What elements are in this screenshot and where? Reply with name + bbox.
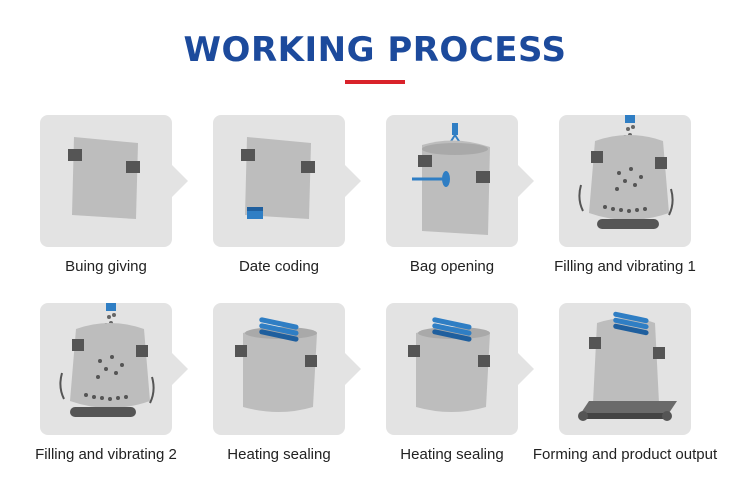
arrow-right-icon bbox=[516, 351, 534, 387]
step-bag-opening bbox=[386, 115, 534, 247]
step-date-coding bbox=[213, 115, 361, 247]
step-filling-vibrating-1 bbox=[559, 115, 691, 247]
product-output-icon bbox=[578, 311, 677, 421]
step-label: Bag opening bbox=[409, 258, 495, 275]
arrow-right-icon bbox=[343, 163, 361, 199]
date-coding-icon bbox=[241, 137, 315, 219]
heat-sealing-icon bbox=[408, 317, 490, 412]
step-heat-sealing-1 bbox=[213, 303, 361, 435]
step-label: Date coding bbox=[238, 258, 320, 275]
bag-opening-icon bbox=[412, 123, 490, 235]
heat-sealing-icon bbox=[235, 317, 317, 412]
step-label: Forming and product output bbox=[532, 446, 718, 463]
step-label: Heating sealing bbox=[400, 446, 504, 463]
filling-vibrating-icon bbox=[59, 303, 155, 417]
arrow-right-icon bbox=[343, 351, 361, 387]
step-filling-vibrating-2 bbox=[40, 303, 188, 435]
step-bag-giving bbox=[40, 115, 188, 247]
bag-giving-icon bbox=[68, 137, 140, 219]
filling-vibrating-icon bbox=[578, 115, 674, 229]
arrow-right-icon bbox=[170, 163, 188, 199]
title-underline bbox=[345, 80, 405, 84]
arrow-right-icon bbox=[516, 163, 534, 199]
step-label: Buing giving bbox=[65, 258, 147, 275]
step-product-output bbox=[559, 303, 691, 435]
step-heat-sealing-2 bbox=[386, 303, 534, 435]
step-label: Filling and vibrating 2 bbox=[35, 446, 177, 463]
step-label: Filling and vibrating 1 bbox=[554, 258, 696, 275]
step-label: Heating sealing bbox=[227, 446, 331, 463]
arrow-right-icon bbox=[170, 351, 188, 387]
page-title: WORKING PROCESS bbox=[183, 30, 567, 70]
